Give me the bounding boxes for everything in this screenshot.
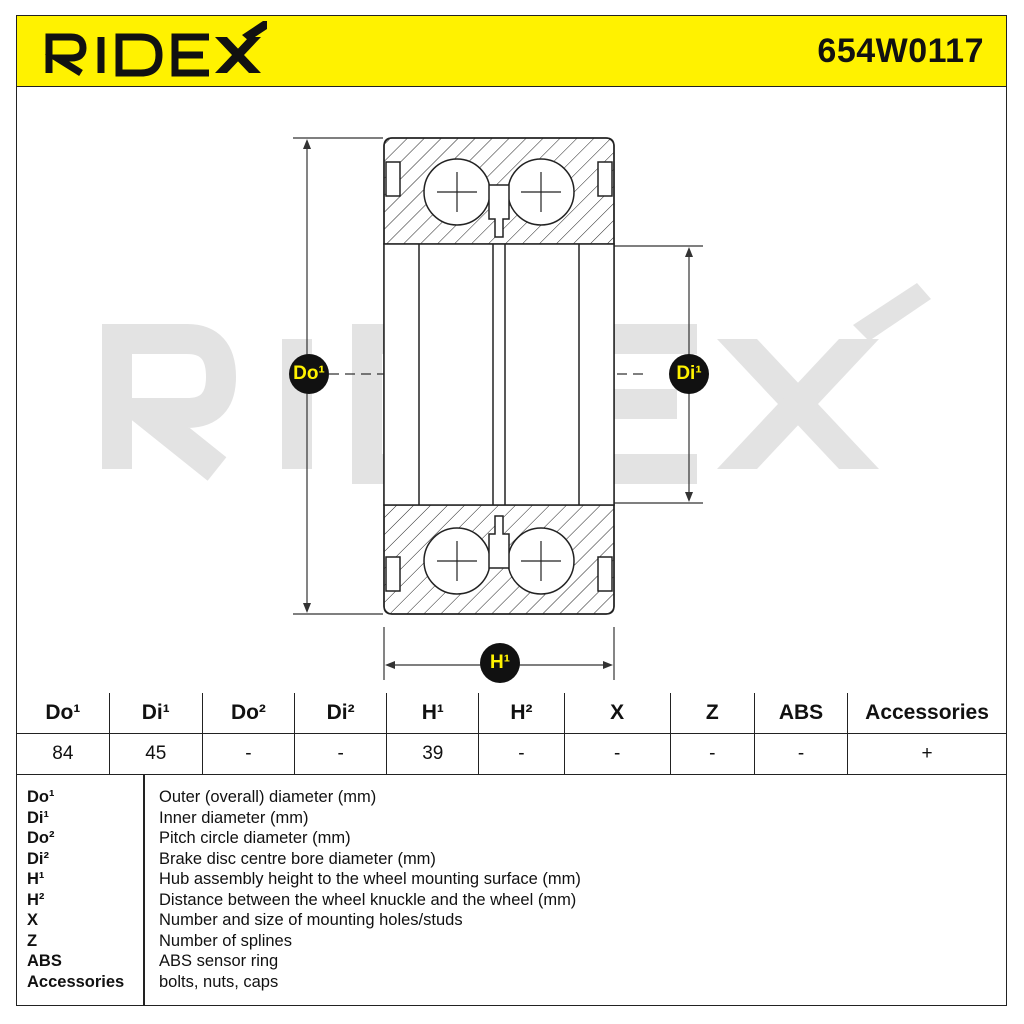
col-h2: H² [478,693,565,734]
col-abs: ABS [753,693,849,734]
value-accessories: + [847,733,1006,775]
col-h1: H¹ [386,693,480,734]
legend-desc: Pitch circle diameter (mm) [159,829,351,847]
legend-desc: bolts, nuts, caps [159,972,279,991]
legend-row: H² Distance between the wheel knuckle an… [17,891,1006,911]
col-do1: Do¹ [17,693,110,734]
legend-abbr: Do² [27,829,55,847]
specs-value-row: 84 45 - - 39 - - - - + [17,733,1006,775]
ridex-logo [44,21,267,77]
legend-row: Di² Brake disc centre bore diameter (mm) [17,850,1006,870]
legend-desc: Outer (overall) diameter (mm) [159,788,377,806]
header-bar: 654W0117 [17,16,1006,87]
legend-abbr: Di² [27,849,49,868]
badge-do1: Do¹ [289,354,329,394]
legend-row: Do² Pitch circle diameter (mm) [17,829,1006,849]
bearing-drawing: Do¹ Di¹ H¹ [17,87,1006,693]
legend-abbr: Z [27,931,38,950]
col-do2: Do² [201,693,296,734]
value-di2: - [294,733,388,775]
legend: Do¹ Outer (overall) diameter (mm) Di¹ In… [17,775,1006,1005]
legend-row: H¹ Hub assembly height to the wheel moun… [17,870,1006,890]
specs-table: Do¹ Di¹ Do² Di² H¹ H² X Z ABS Accessorie… [17,693,1006,775]
legend-divider [143,775,145,1005]
badge-di1: Di¹ [669,354,709,394]
legend-abbr: H² [27,890,45,909]
watermark-x [717,283,931,469]
legend-row: Di¹ Inner diameter (mm) [17,809,1006,829]
badge-h1: H¹ [480,643,520,683]
legend-desc: Number of splines [159,931,292,950]
legend-desc: ABS sensor ring [159,952,279,970]
product-sheet: 654W0117 [16,15,1007,1006]
legend-desc: Distance between the wheel knuckle and t… [159,890,577,909]
value-h1: 39 [386,733,480,775]
legend-desc: Brake disc centre bore diameter (mm) [159,849,436,868]
legend-row: X Number and size of mounting holes/stud… [17,911,1006,931]
legend-row: Accessories bolts, nuts, caps [17,973,1006,993]
legend-abbr: Do¹ [27,788,55,806]
specs-header-row: Do¹ Di¹ Do² Di² H¹ H² X Z ABS Accessorie… [17,693,1006,734]
legend-desc: Inner diameter (mm) [159,808,309,827]
value-do2: - [201,733,296,775]
legend-abbr: H¹ [27,870,45,888]
legend-row: Z Number of splines [17,932,1006,952]
value-abs: - [753,733,849,775]
legend-abbr: Accessories [27,972,125,991]
value-do1: 84 [17,733,110,775]
legend-row: ABS ABS sensor ring [17,952,1006,972]
legend-desc: Hub assembly height to the wheel mountin… [159,870,581,888]
col-x: X [563,693,671,734]
legend-abbr: X [27,911,39,929]
legend-row: Do¹ Outer (overall) diameter (mm) [17,788,1006,808]
value-h2: - [478,733,565,775]
value-x: - [563,733,671,775]
col-accessories: Accessories [847,693,1006,734]
part-number: 654W0117 [817,32,984,70]
legend-abbr: Di¹ [27,808,49,827]
legend-abbr: ABS [27,952,62,970]
value-z: - [669,733,755,775]
col-di2: Di² [294,693,388,734]
col-z: Z [669,693,755,734]
bearing-cross-section [102,137,931,680]
col-di1: Di¹ [108,693,203,734]
value-di1: 45 [108,733,203,775]
legend-desc: Number and size of mounting holes/studs [159,911,463,929]
